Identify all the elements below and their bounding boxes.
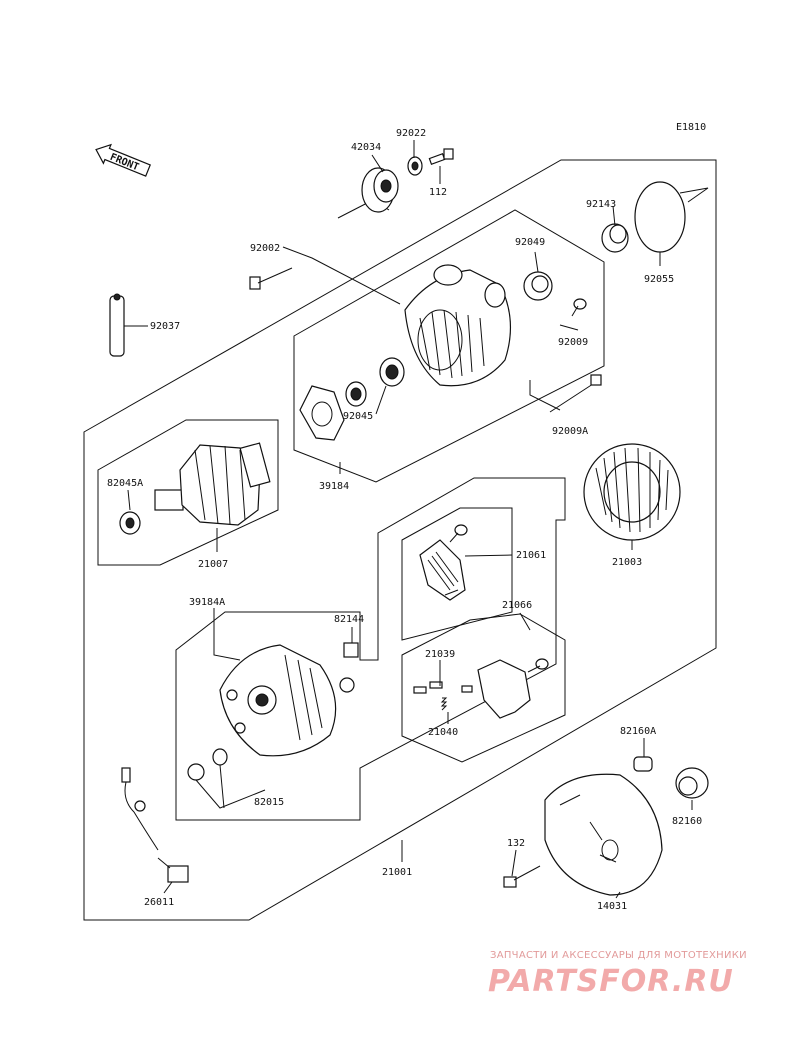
part-label: 132 <box>507 838 525 849</box>
bolt-icon <box>503 865 541 888</box>
leader-lines <box>124 140 693 899</box>
gasket-icon <box>299 385 345 441</box>
part-label: 112 <box>429 187 447 198</box>
part-label: 82015 <box>254 797 284 808</box>
brush-icon <box>413 681 473 694</box>
part-label: 39184 <box>319 481 349 492</box>
assembly-outline <box>83 159 717 921</box>
regulator-icon <box>477 658 549 719</box>
washer-icon <box>407 156 423 176</box>
diagram-code: E1810 <box>676 122 706 133</box>
rear-housing-icon <box>219 644 337 757</box>
rectifier-icon <box>419 524 468 601</box>
tube-icon <box>109 293 125 357</box>
collar-icon <box>601 223 629 253</box>
pulley-icon <box>361 167 399 213</box>
front-housing-icon <box>404 264 512 387</box>
part-label: 21007 <box>198 559 228 570</box>
cover-icon <box>544 773 663 896</box>
screw-icon <box>571 298 587 317</box>
part-label: 26011 <box>144 897 174 908</box>
part-label: 92002 <box>250 243 280 254</box>
part-label: 82045A <box>107 478 143 489</box>
part-label: 92045 <box>343 411 373 422</box>
o-ring-icon <box>634 181 686 253</box>
part-label: 39184A <box>189 597 225 608</box>
watermark-tagline: ЗАПЧАСТИ И АКСЕССУАРЫ ДЛЯ МОТОТЕХНИКИ <box>490 950 747 961</box>
bolt-icon <box>428 148 454 165</box>
rectifier-group-outline <box>401 507 513 641</box>
part-label: 21040 <box>428 727 458 738</box>
part-label: 92009 <box>558 337 588 348</box>
part-label: 21001 <box>382 867 412 878</box>
bearing-icon <box>119 511 141 535</box>
bolt-icon <box>249 267 293 290</box>
nut-icon <box>343 642 359 658</box>
watermark-logo: PARTSFOR.RU <box>488 964 734 999</box>
connector-icon <box>121 767 189 883</box>
cap-icon <box>633 756 653 772</box>
part-label: 21039 <box>425 649 455 660</box>
part-label: 82144 <box>334 614 364 625</box>
part-label: 92009A <box>552 426 588 437</box>
part-label: 92143 <box>586 199 616 210</box>
cap-icon <box>675 767 709 799</box>
rotor-group-outline <box>97 419 279 566</box>
part-label: 92055 <box>644 274 674 285</box>
front-housing-group-outline <box>293 209 605 483</box>
part-label: 21003 <box>612 557 642 568</box>
spring-icon <box>440 697 448 711</box>
front-arrow-icon: FRONT <box>95 143 151 177</box>
long-screw-icon <box>549 374 602 413</box>
part-label: 92049 <box>515 237 545 248</box>
part-label: 14031 <box>597 901 627 912</box>
part-label: 92037 <box>150 321 180 332</box>
part-label: 82160A <box>620 726 656 737</box>
stator-icon <box>583 443 681 541</box>
part-labels: 42034 92022 112 92143 92055 92002 92049 … <box>107 128 702 912</box>
rear-housing-group-outline <box>175 477 566 821</box>
bearing-icon <box>345 357 405 407</box>
part-label: 92022 <box>396 128 426 139</box>
oil-seal-icon <box>523 271 553 301</box>
regulator-group-outline <box>401 613 566 763</box>
nut-icon <box>187 677 355 781</box>
part-label: 21066 <box>502 600 532 611</box>
rotor-icon <box>154 442 271 526</box>
part-label: 21061 <box>516 550 546 561</box>
part-label: 42034 <box>351 142 381 153</box>
part-label: 82160 <box>672 816 702 827</box>
